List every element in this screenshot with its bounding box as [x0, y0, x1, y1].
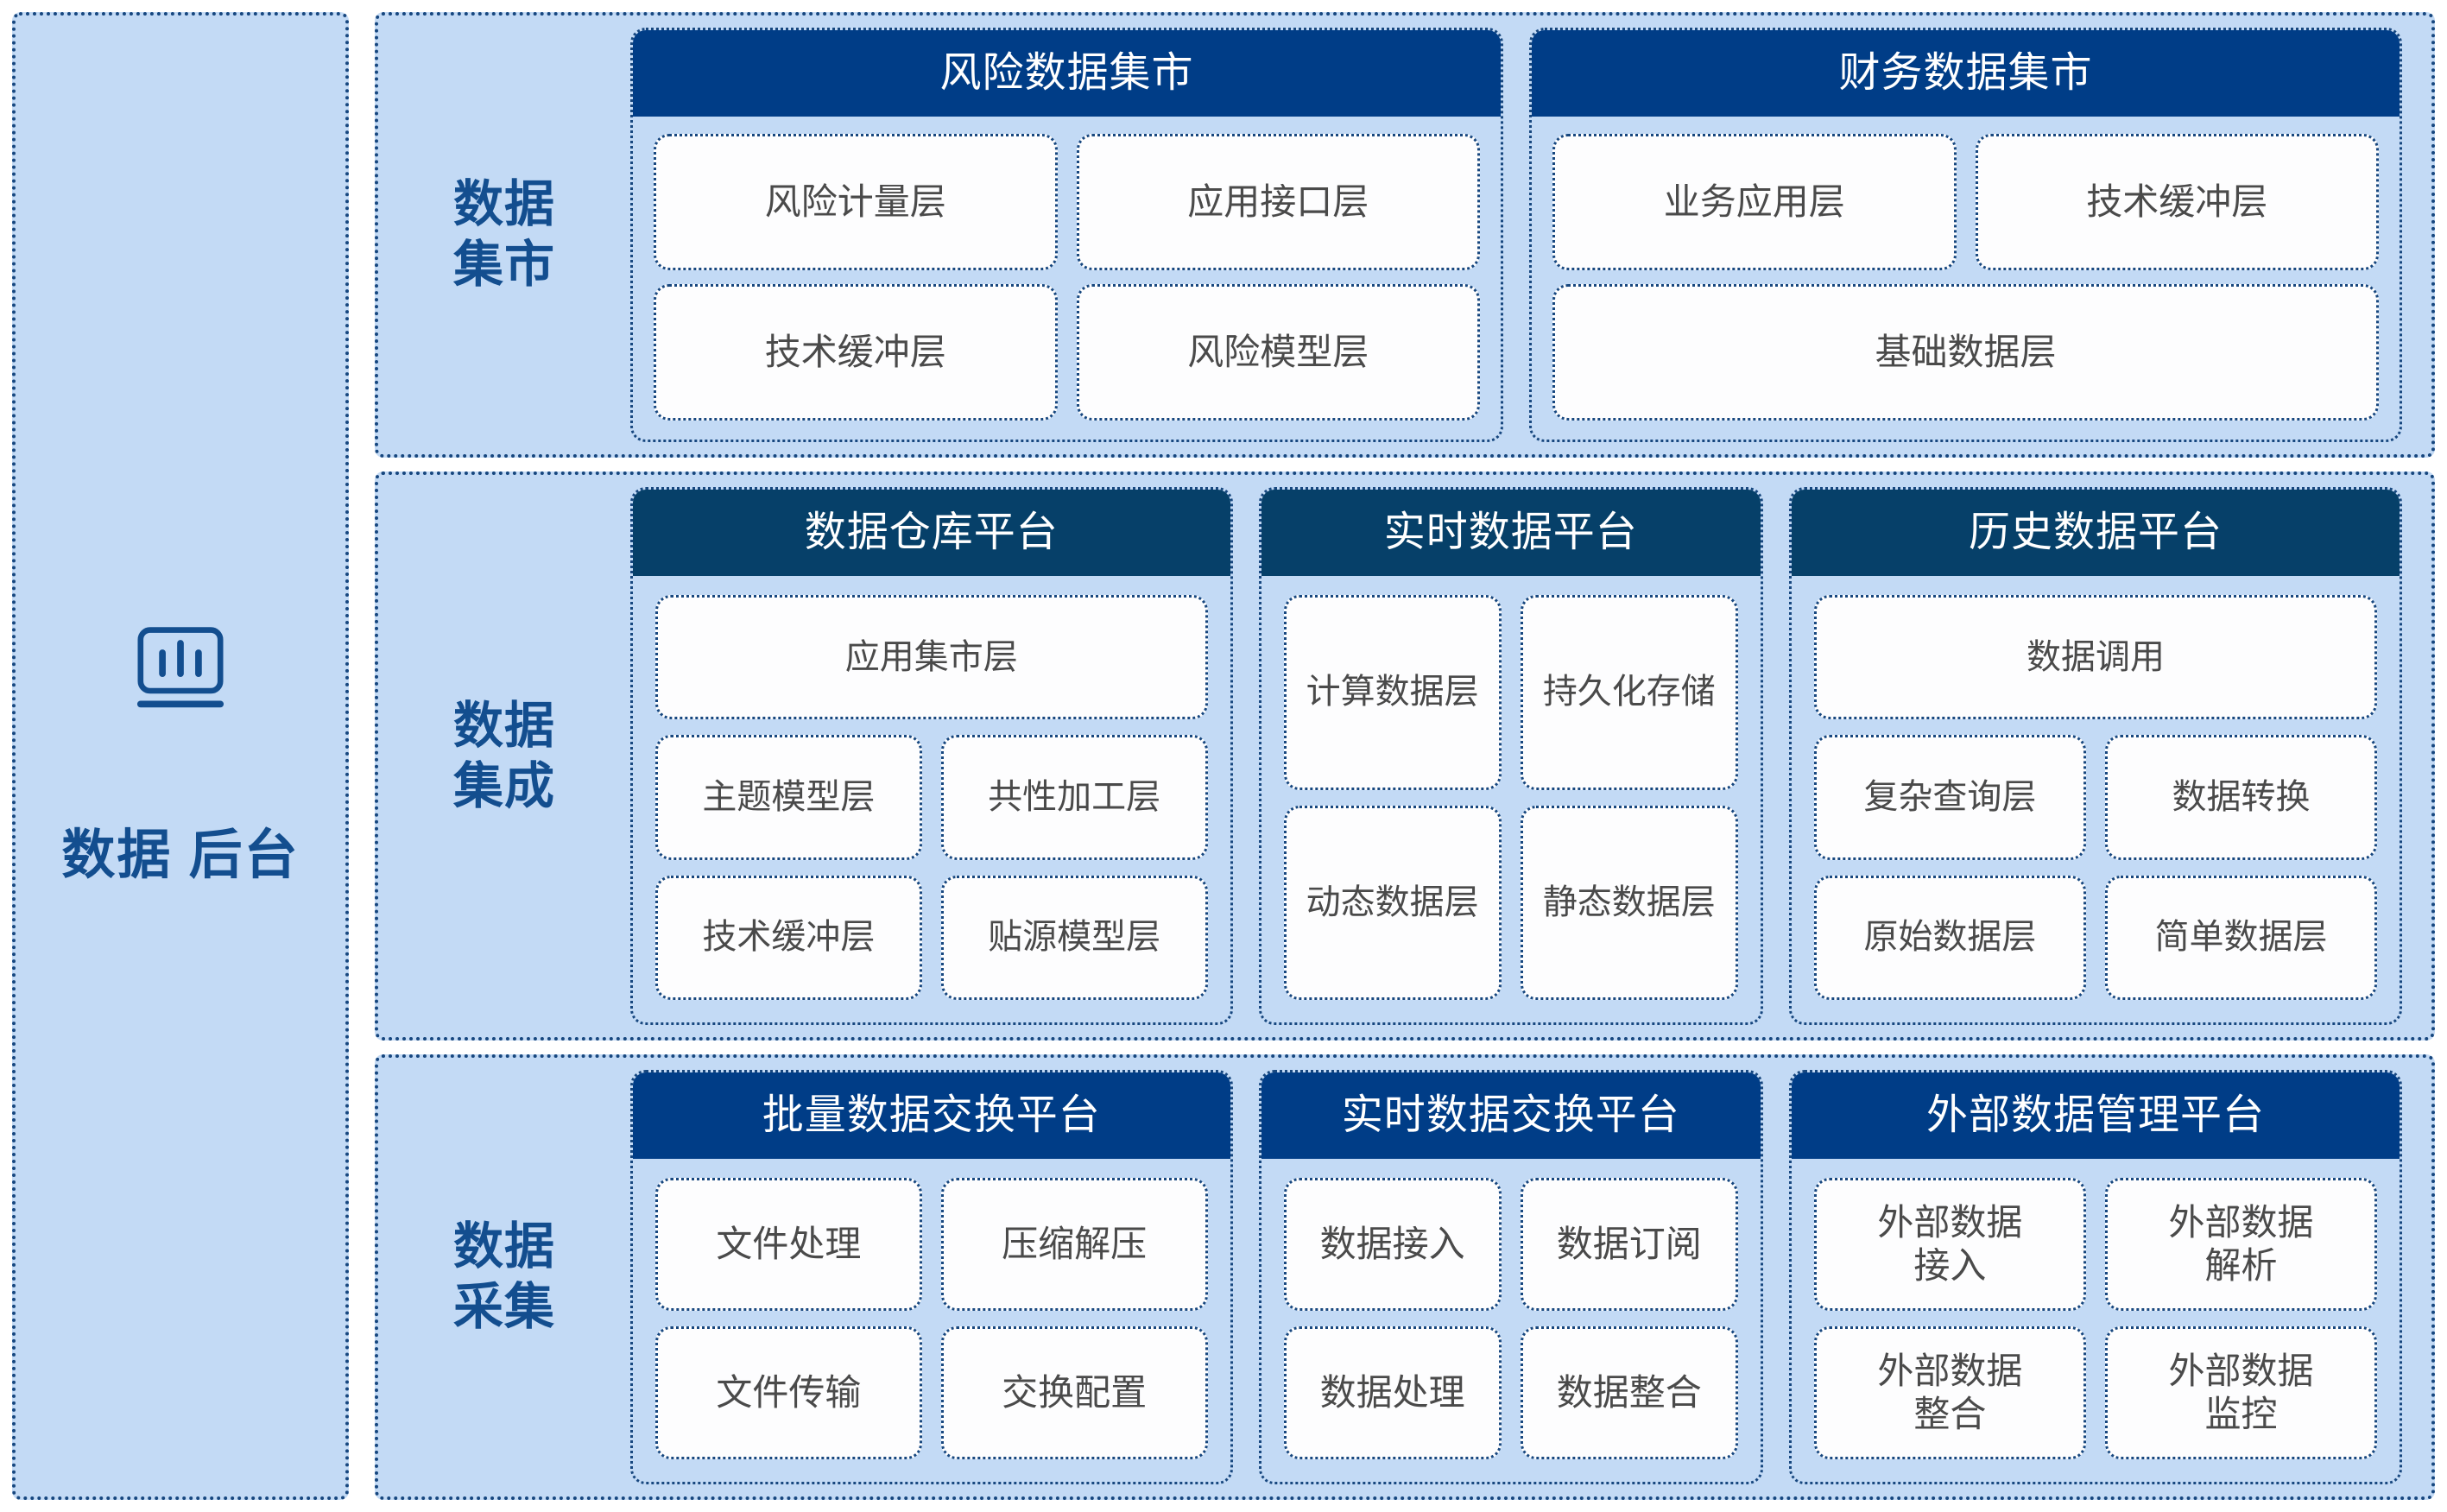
layer-cell[interactable]: 外部数据 接入 [1813, 1178, 2086, 1311]
platform-history-data[interactable]: 历史数据平台 数据调用 复杂查询层 数据转换 原始数据层 简单数据层 [1788, 487, 2403, 1025]
platform-row: 外部数据 整合 外部数据 监控 [1813, 1326, 2378, 1459]
band-label-line2: 采集 [452, 1279, 555, 1335]
band-data-mart: 数据 集市 风险数据集市 风险计量层 应用接口层 技术缓冲层 风险模型层 [375, 12, 2435, 458]
layer-cell[interactable]: 数据处理 [1283, 1326, 1502, 1459]
platform-risk-data-mart[interactable]: 风险数据集市 风险计量层 应用接口层 技术缓冲层 风险模型层 [630, 28, 1503, 442]
platform-row: 数据接入 数据订阅 [1283, 1178, 1738, 1311]
band-data-integration: 数据 集成 数据仓库平台 应用集市层 主题模型层 共性加工层 [375, 471, 2435, 1041]
platform-row: 主题模型层 共性加工层 [655, 735, 1208, 860]
platform-body: 数据调用 复杂查询层 数据转换 原始数据层 简单数据层 [1792, 576, 2400, 1022]
platform-row: 文件传输 交换配置 [655, 1326, 1208, 1459]
band-label-line1: 数据 [452, 1218, 555, 1275]
platform-row: 外部数据 接入 外部数据 解析 [1813, 1178, 2378, 1311]
layer-cell[interactable]: 数据调用 [1813, 595, 2378, 720]
layer-cell[interactable]: 风险模型层 [1076, 284, 1480, 421]
layer-cell[interactable]: 贴源模型层 [940, 875, 1208, 1000]
platform-body: 文件处理 压缩解压 文件传输 交换配置 [633, 1159, 1230, 1482]
platform-title: 实时数据交换平台 [1261, 1072, 1761, 1159]
layer-cell[interactable]: 共性加工层 [940, 735, 1208, 860]
platform-realtime-exchange[interactable]: 实时数据交换平台 数据接入 数据订阅 数据处理 数据整合 [1258, 1070, 1763, 1484]
layer-cell[interactable]: 技术缓冲层 [1975, 134, 2379, 270]
layer-cell[interactable]: 数据订阅 [1520, 1178, 1738, 1311]
data-backend-title-line2: 后台 [188, 825, 300, 885]
layer-cell[interactable]: 数据接入 [1283, 1178, 1502, 1311]
layer-cell[interactable]: 应用接口层 [1076, 134, 1480, 270]
platform-row: 文件处理 压缩解压 [655, 1178, 1208, 1311]
platform-data-warehouse[interactable]: 数据仓库平台 应用集市层 主题模型层 共性加工层 技术缓冲层 贴源模型层 [630, 487, 1233, 1025]
band-body-data-mart: 风险数据集市 风险计量层 应用接口层 技术缓冲层 风险模型层 财务数据集市 [630, 28, 2402, 442]
layer-cell[interactable]: 技术缓冲层 [655, 875, 922, 1000]
layer-cell[interactable]: 计算数据层 [1283, 595, 1502, 790]
band-label-line1: 数据 [452, 176, 555, 233]
platform-title: 财务数据集市 [1532, 30, 2400, 117]
platform-title: 风险数据集市 [633, 30, 1501, 117]
platform-finance-data-mart[interactable]: 财务数据集市 业务应用层 技术缓冲层 基础数据层 [1529, 28, 2402, 442]
platform-title: 实时数据平台 [1261, 490, 1761, 576]
bar-chart-icon [133, 624, 228, 719]
layer-stack: 数据 集市 风险数据集市 风险计量层 应用接口层 技术缓冲层 风险模型层 [375, 12, 2435, 1500]
platform-row: 技术缓冲层 风险模型层 [654, 284, 1480, 421]
platform-row: 原始数据层 简单数据层 [1813, 875, 2378, 1000]
platform-title: 数据仓库平台 [633, 490, 1230, 576]
platform-row: 复杂查询层 数据转换 [1813, 735, 2378, 860]
platform-batch-exchange[interactable]: 批量数据交换平台 文件处理 压缩解压 文件传输 交换配置 [630, 1070, 1233, 1484]
band-label-data-mart: 数据 集市 [378, 28, 630, 442]
platform-row: 数据处理 数据整合 [1283, 1326, 1738, 1459]
layer-cell[interactable]: 外部数据 监控 [2104, 1326, 2378, 1459]
layer-cell[interactable]: 文件处理 [655, 1178, 922, 1311]
platform-body: 计算数据层 持久化存储 动态数据层 静态数据层 [1261, 576, 1761, 1022]
layer-cell[interactable]: 数据转换 [2104, 735, 2378, 860]
layer-cell[interactable]: 交换配置 [940, 1326, 1208, 1459]
layer-cell[interactable]: 静态数据层 [1520, 805, 1738, 1000]
platform-body: 外部数据 接入 外部数据 解析 外部数据 整合 外部数据 监控 [1792, 1159, 2400, 1482]
platform-row: 风险计量层 应用接口层 [654, 134, 1480, 270]
data-backend-rail: 数据 后台 [12, 12, 349, 1500]
platform-row: 计算数据层 持久化存储 [1283, 595, 1738, 790]
layer-cell[interactable]: 压缩解压 [940, 1178, 1208, 1311]
band-body-data-collection: 批量数据交换平台 文件处理 压缩解压 文件传输 交换配置 实时数据交换平台 [630, 1070, 2403, 1484]
layer-cell[interactable]: 动态数据层 [1283, 805, 1502, 1000]
platform-realtime-data[interactable]: 实时数据平台 计算数据层 持久化存储 动态数据层 静态数据层 [1258, 487, 1763, 1025]
platform-title: 批量数据交换平台 [633, 1072, 1230, 1159]
platform-row: 数据调用 [1813, 595, 2378, 720]
layer-cell[interactable]: 简单数据层 [2104, 875, 2378, 1000]
layer-cell[interactable]: 原始数据层 [1813, 875, 2086, 1000]
platform-body: 数据接入 数据订阅 数据处理 数据整合 [1261, 1159, 1761, 1482]
layer-cell[interactable]: 数据整合 [1520, 1326, 1738, 1459]
layer-cell[interactable]: 主题模型层 [655, 735, 922, 860]
layer-cell[interactable]: 文件传输 [655, 1326, 922, 1459]
band-label-data-integration: 数据 集成 [378, 487, 630, 1025]
layer-cell[interactable]: 风险计量层 [654, 134, 1058, 270]
layer-cell[interactable]: 应用集市层 [655, 595, 1208, 720]
platform-title: 历史数据平台 [1791, 490, 2400, 576]
platform-body: 业务应用层 技术缓冲层 基础数据层 [1532, 117, 2400, 440]
platform-row: 应用集市层 [655, 595, 1208, 720]
band-data-collection: 数据 采集 批量数据交换平台 文件处理 压缩解压 文件传输 交换配置 [375, 1054, 2435, 1500]
platform-title: 外部数据管理平台 [1791, 1072, 2400, 1159]
platform-row: 技术缓冲层 贴源模型层 [655, 875, 1208, 1000]
band-label-line2: 集市 [452, 237, 555, 293]
layer-cell[interactable]: 基础数据层 [1552, 284, 2379, 421]
layer-cell[interactable]: 业务应用层 [1552, 134, 1957, 270]
platform-external-data-management[interactable]: 外部数据管理平台 外部数据 接入 外部数据 解析 外部数据 整合 外部数据 监控 [1788, 1070, 2403, 1484]
band-label-line2: 集成 [452, 757, 555, 814]
platform-body: 应用集市层 主题模型层 共性加工层 技术缓冲层 贴源模型层 [633, 576, 1230, 1022]
platform-row: 动态数据层 静态数据层 [1283, 805, 1738, 1000]
platform-row: 业务应用层 技术缓冲层 [1552, 134, 2379, 270]
band-body-data-integration: 数据仓库平台 应用集市层 主题模型层 共性加工层 技术缓冲层 贴源模型层 [630, 487, 2403, 1025]
band-label-data-collection: 数据 采集 [378, 1070, 630, 1484]
platform-body: 风险计量层 应用接口层 技术缓冲层 风险模型层 [633, 117, 1501, 440]
data-backend-title-line1: 数据 [61, 825, 173, 885]
layer-cell[interactable]: 外部数据 整合 [1813, 1326, 2086, 1459]
layer-cell[interactable]: 持久化存储 [1520, 595, 1738, 790]
layer-cell[interactable]: 技术缓冲层 [654, 284, 1058, 421]
platform-row: 基础数据层 [1552, 284, 2379, 421]
band-label-line1: 数据 [452, 697, 555, 754]
layer-cell[interactable]: 复杂查询层 [1813, 735, 2086, 860]
layer-cell[interactable]: 外部数据 解析 [2104, 1178, 2378, 1311]
data-backend-title: 数据 后台 [61, 823, 299, 889]
